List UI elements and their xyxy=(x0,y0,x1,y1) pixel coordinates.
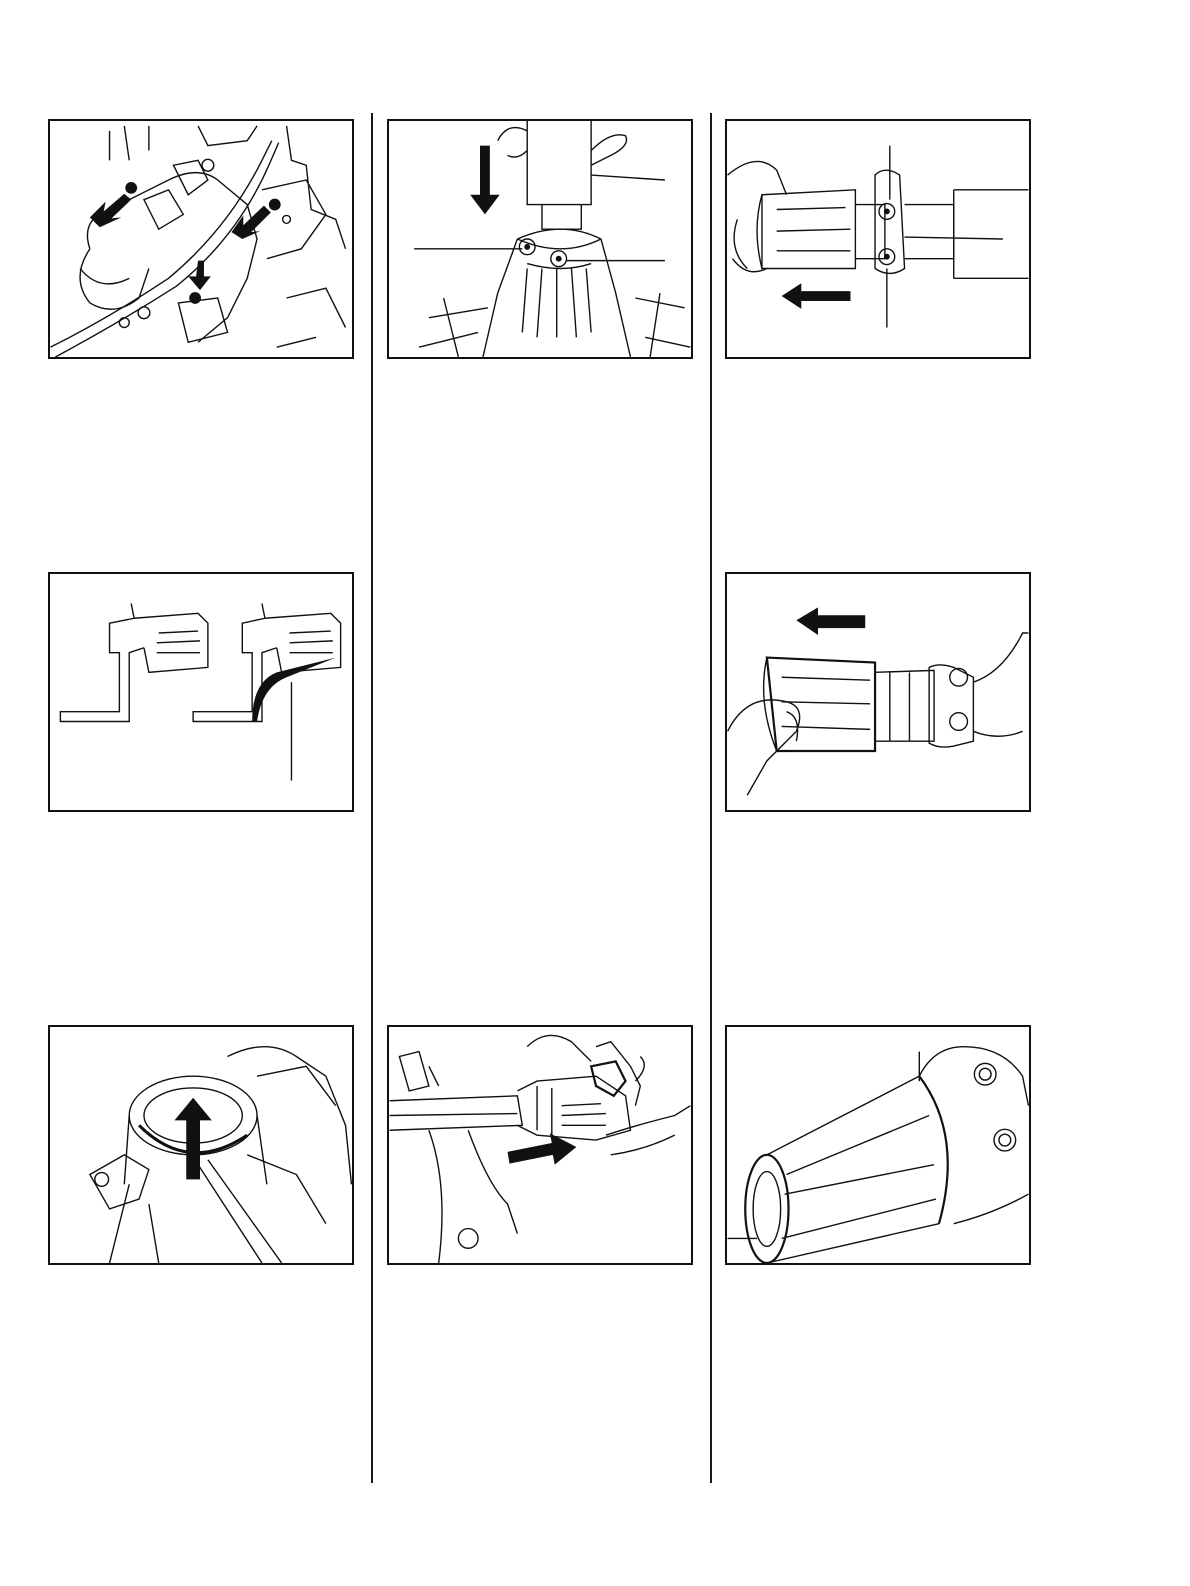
figure-gearhead-pull xyxy=(387,1025,693,1265)
column-divider-left xyxy=(371,113,373,1483)
figure-sleeve-closeup xyxy=(725,1025,1031,1265)
shaft-insert-illustration xyxy=(389,121,691,357)
bearing-ring-illustration xyxy=(50,1027,352,1263)
gearbox-screws-illustration xyxy=(50,121,352,357)
figure-sleeve-pull xyxy=(725,572,1031,812)
figure-shaft-insert xyxy=(387,119,693,359)
sleeve-pull-illustration xyxy=(727,574,1029,810)
sleeve-closeup-illustration xyxy=(727,1027,1029,1263)
gearhead-pull-illustration xyxy=(389,1027,691,1263)
column-divider-right xyxy=(710,113,712,1483)
housing-side-views-illustration xyxy=(50,574,352,810)
figure-gearbox-screws xyxy=(48,119,354,359)
figure-housing-side-views xyxy=(48,572,354,812)
figure-bearing-ring xyxy=(48,1025,354,1265)
figure-clamp-slide xyxy=(725,119,1031,359)
clamp-slide-illustration xyxy=(727,121,1029,357)
